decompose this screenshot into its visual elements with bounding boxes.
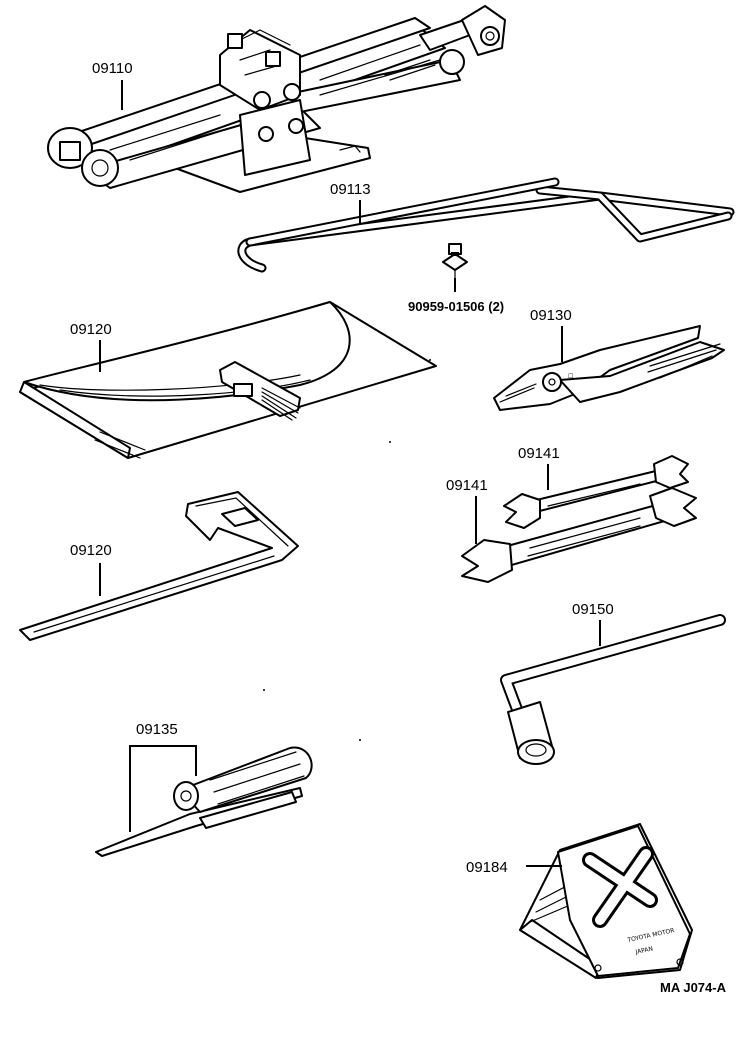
screwdriver (95, 746, 313, 857)
clip (442, 243, 468, 279)
diagram-code: MA J074-A (660, 980, 727, 995)
lug-wrench (500, 614, 726, 765)
pliers: ☐ (493, 325, 725, 411)
label-09130: 09130 (530, 307, 572, 324)
wrench-large (461, 487, 697, 583)
label-09184: 09184 (466, 859, 508, 876)
label-09141-large: 09141 (446, 477, 488, 494)
label-09150: 09150 (572, 601, 614, 618)
label-09110: 09110 (92, 60, 133, 77)
label-09120-strap: 09120 (70, 542, 112, 559)
svg-text:☐: ☐ (568, 373, 573, 380)
label-09135: 09135 (136, 721, 178, 738)
label-09120-bag: 09120 (70, 321, 112, 338)
scissor-jack (47, 5, 506, 193)
wheel-chock: TOYOTA MOTOR JAPAN (519, 823, 693, 979)
label-90959-01506: 90959-01506 (2) (408, 299, 504, 314)
jack-handle (237, 177, 735, 273)
label-09113: 09113 (330, 181, 371, 198)
label-09141-small: 09141 (518, 445, 560, 462)
chock-marking-2: JAPAN (634, 945, 654, 956)
bag-strap (19, 491, 299, 641)
tool-bag (19, 301, 437, 459)
leader-09135 (129, 745, 197, 832)
wrench-small (503, 455, 689, 529)
